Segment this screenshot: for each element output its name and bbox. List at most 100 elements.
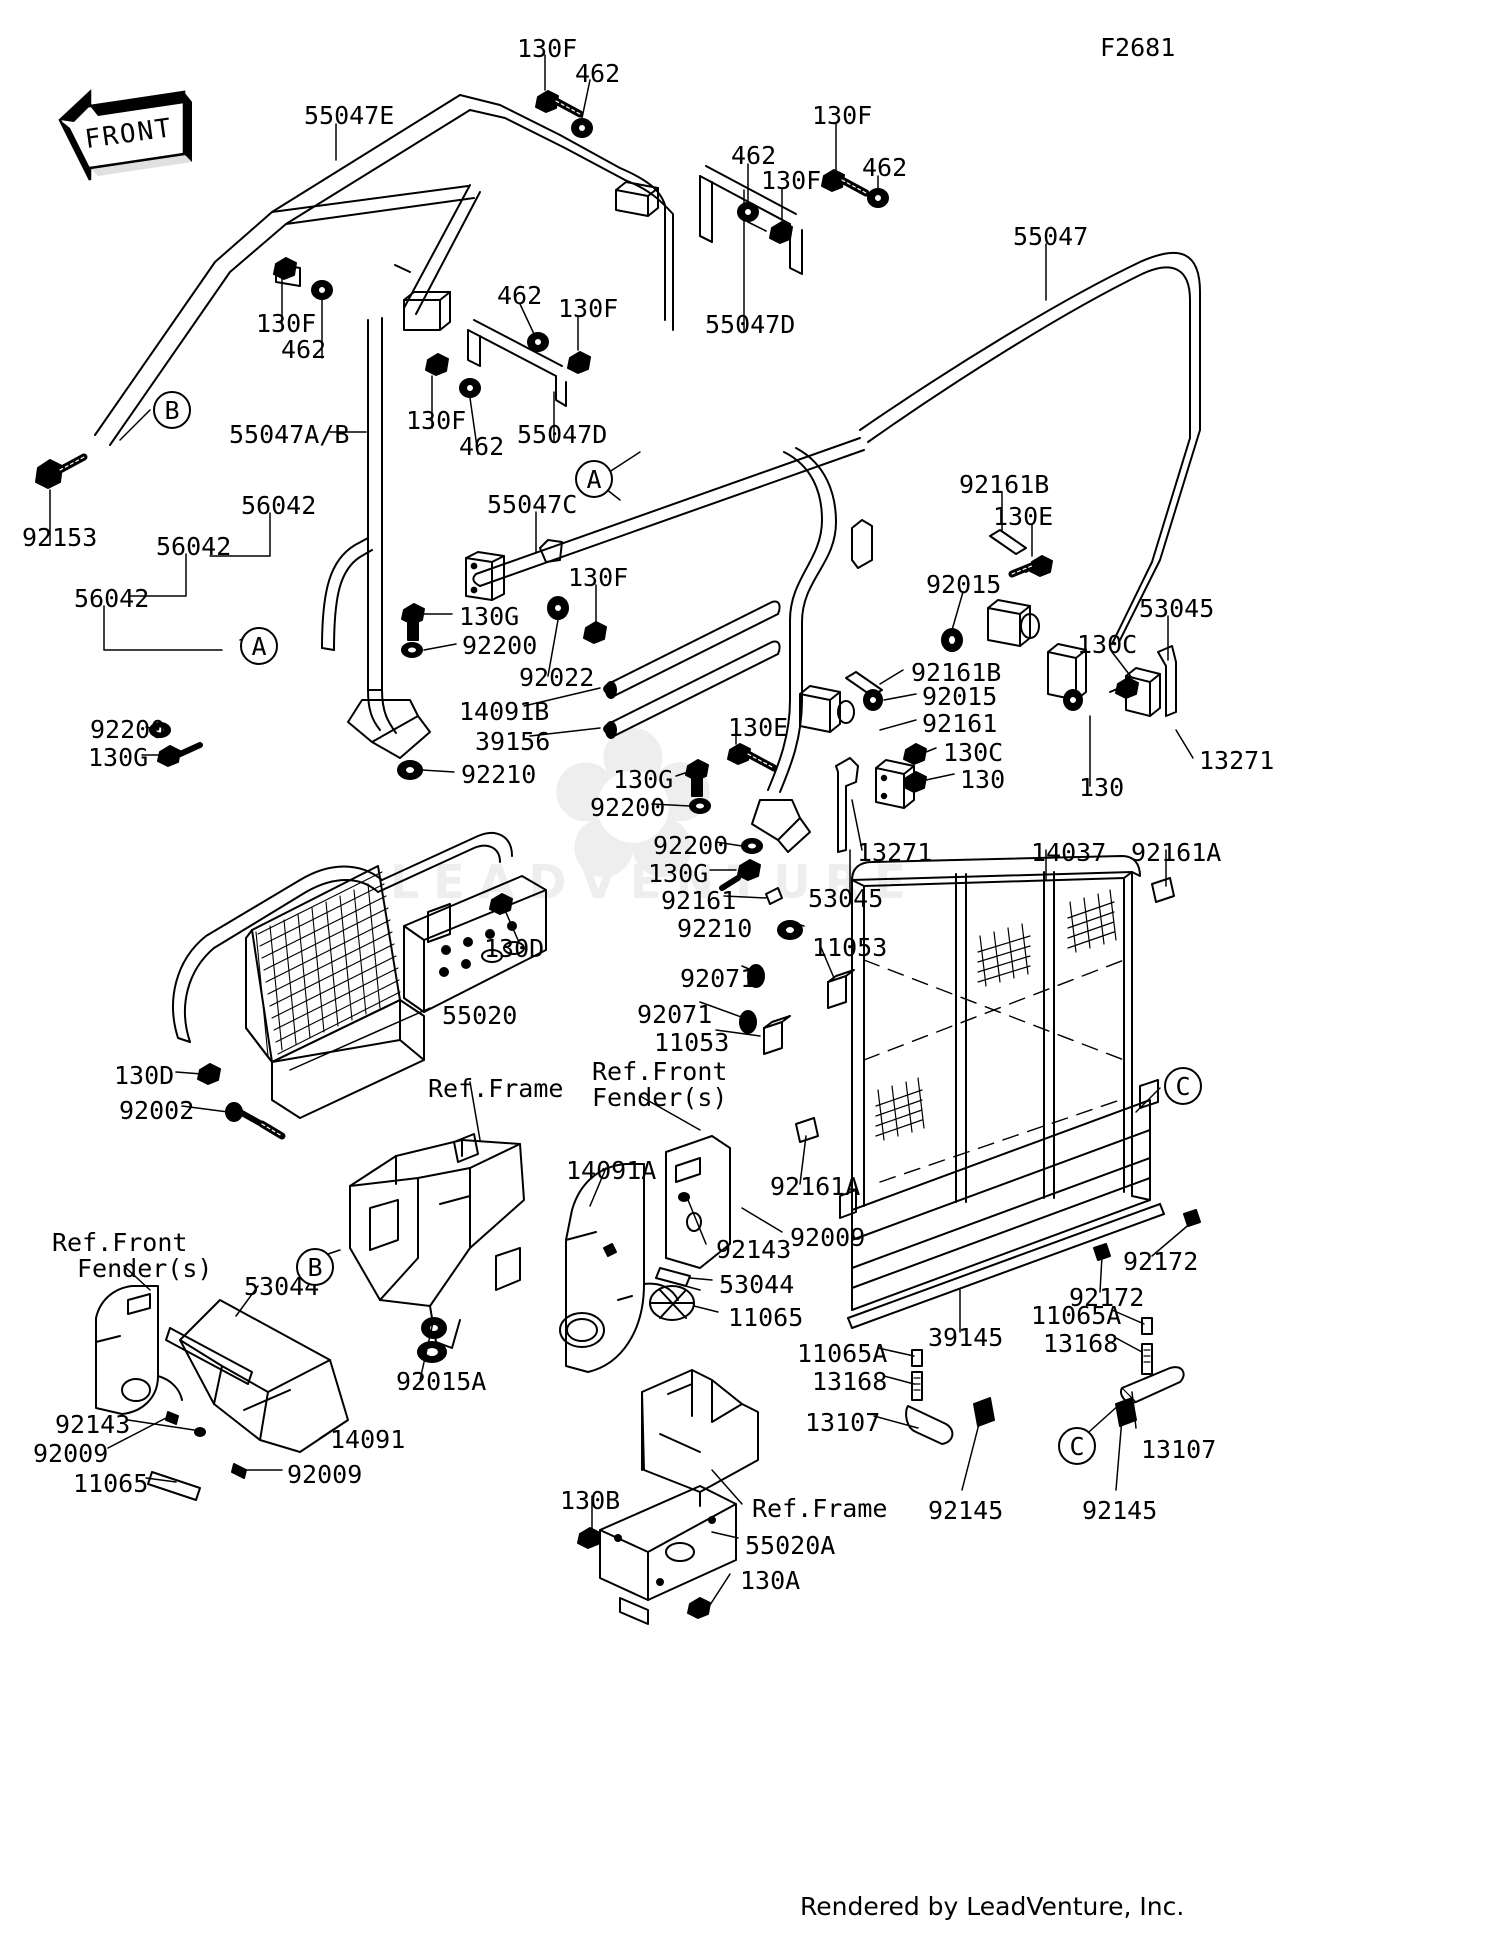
reference-marker-c[interactable]: C (1058, 1427, 1096, 1465)
part-callout-14091b[interactable]: 14091B (459, 697, 550, 726)
part-callout-55020a[interactable]: 55020A (745, 1531, 836, 1560)
part-callout-462[interactable]: 462 (575, 59, 621, 88)
part-callout-462[interactable]: 462 (731, 141, 777, 170)
part-callout-13271[interactable]: 13271 (1199, 746, 1275, 775)
part-callout-92015a[interactable]: 92015A (396, 1367, 487, 1396)
part-callout-92200[interactable]: 92200 (590, 793, 666, 822)
part-callout-130a[interactable]: 130A (740, 1566, 801, 1595)
part-callout-ref-frame[interactable]: Ref.Frame (428, 1074, 564, 1103)
part-callout-462[interactable]: 462 (459, 432, 505, 461)
part-callout-130[interactable]: 130 (1079, 773, 1125, 802)
reference-marker-b[interactable]: B (296, 1248, 334, 1286)
part-callout-56042[interactable]: 56042 (156, 532, 232, 561)
part-callout-130b[interactable]: 130B (560, 1486, 621, 1515)
part-callout-130g[interactable]: 130G (459, 602, 520, 631)
part-callout-14037[interactable]: 14037 (1031, 838, 1107, 867)
part-callout-11065a[interactable]: 11065A (1031, 1301, 1122, 1330)
part-callout-92145[interactable]: 92145 (928, 1496, 1004, 1525)
part-callout-55047d[interactable]: 55047D (517, 420, 608, 449)
part-callout-92015[interactable]: 92015 (926, 570, 1002, 599)
part-callout-ref-front[interactable]: Ref.Front (592, 1057, 728, 1086)
part-callout-11053[interactable]: 11053 (654, 1028, 730, 1057)
part-callout-14091a[interactable]: 14091A (566, 1156, 657, 1185)
part-callout-92161[interactable]: 92161 (661, 886, 737, 915)
part-callout-130g[interactable]: 130G (648, 859, 709, 888)
part-callout-92143[interactable]: 92143 (55, 1410, 131, 1439)
part-callout-92200[interactable]: 92200 (653, 831, 729, 860)
part-callout-92161b[interactable]: 92161B (911, 658, 1002, 687)
part-callout-92161a[interactable]: 92161A (770, 1172, 861, 1201)
part-callout-130d[interactable]: 130D (114, 1061, 175, 1090)
part-callout-130[interactable]: 130 (960, 765, 1006, 794)
part-callout-11065a[interactable]: 11065A (797, 1339, 888, 1368)
part-callout-130d[interactable]: 130D (484, 934, 545, 963)
part-callout-92009[interactable]: 92009 (287, 1460, 363, 1489)
part-callout-130g[interactable]: 130G (88, 743, 149, 772)
part-callout-462[interactable]: 462 (497, 281, 543, 310)
part-callout-130e[interactable]: 130E (728, 713, 789, 742)
part-callout-92145[interactable]: 92145 (1082, 1496, 1158, 1525)
part-callout-fender-s-[interactable]: Fender(s) (592, 1083, 728, 1112)
part-callout-92210[interactable]: 92210 (461, 760, 537, 789)
part-callout-92143[interactable]: 92143 (716, 1235, 792, 1264)
part-callout-130f[interactable]: 130F (406, 406, 467, 435)
part-callout-11065[interactable]: 11065 (73, 1469, 149, 1498)
reference-marker-a[interactable]: A (240, 627, 278, 665)
part-callout-130c[interactable]: 130C (943, 738, 1004, 767)
part-callout-53044[interactable]: 53044 (719, 1270, 795, 1299)
part-callout-55020[interactable]: 55020 (442, 1001, 518, 1030)
reference-marker-b[interactable]: B (153, 391, 191, 429)
reference-marker-c[interactable]: C (1164, 1067, 1202, 1105)
part-callout-92071[interactable]: 92071 (637, 1000, 713, 1029)
part-callout-55047a-b[interactable]: 55047A/B (229, 420, 350, 449)
part-callout-92009[interactable]: 92009 (790, 1223, 866, 1252)
part-callout-13168[interactable]: 13168 (1043, 1329, 1119, 1358)
part-callout-53045[interactable]: 53045 (808, 884, 884, 913)
part-callout-92161a[interactable]: 92161A (1131, 838, 1222, 867)
part-callout-56042[interactable]: 56042 (74, 584, 150, 613)
part-callout-92210[interactable]: 92210 (677, 914, 753, 943)
part-callout-92172[interactable]: 92172 (1069, 1283, 1145, 1312)
part-callout-13107[interactable]: 13107 (1141, 1435, 1217, 1464)
reference-marker-a[interactable]: A (575, 460, 613, 498)
part-callout-92172[interactable]: 92172 (1123, 1247, 1199, 1276)
part-callout-14091[interactable]: 14091 (330, 1425, 406, 1454)
part-callout-39156[interactable]: 39156 (475, 727, 551, 756)
part-callout-92009[interactable]: 92009 (33, 1439, 109, 1468)
part-callout-55047c[interactable]: 55047C (487, 490, 578, 519)
part-callout-fender-s-[interactable]: Fender(s) (77, 1254, 213, 1283)
part-callout-55047e[interactable]: 55047E (304, 101, 395, 130)
part-callout-39145[interactable]: 39145 (928, 1323, 1004, 1352)
part-callout-11065[interactable]: 11065 (728, 1303, 804, 1332)
part-callout-130f[interactable]: 130F (558, 294, 619, 323)
part-callout-130g[interactable]: 130G (613, 765, 674, 794)
part-callout-ref-frame[interactable]: Ref.Frame (752, 1494, 888, 1523)
part-callout-13168[interactable]: 13168 (812, 1367, 888, 1396)
part-callout-13271[interactable]: 13271 (857, 838, 933, 867)
part-callout-92022[interactable]: 92022 (519, 663, 595, 692)
part-callout-13107[interactable]: 13107 (805, 1408, 881, 1437)
part-callout-92200[interactable]: 92200 (462, 631, 538, 660)
part-callout-130e[interactable]: 130E (993, 502, 1054, 531)
part-callout-53045[interactable]: 53045 (1139, 594, 1215, 623)
part-callout-92161b[interactable]: 92161B (959, 470, 1050, 499)
part-callout-92161[interactable]: 92161 (922, 709, 998, 738)
part-callout-130f[interactable]: 130F (256, 309, 317, 338)
part-callout-462[interactable]: 462 (281, 335, 327, 364)
part-callout-55047[interactable]: 55047 (1013, 222, 1089, 251)
part-callout-92200[interactable]: 92200 (90, 715, 166, 744)
part-callout-130f[interactable]: 130F (761, 166, 822, 195)
part-callout-92015[interactable]: 92015 (922, 682, 998, 711)
part-callout-130c[interactable]: 130C (1077, 630, 1138, 659)
part-callout-92071[interactable]: 92071 (680, 964, 756, 993)
part-callout-92002[interactable]: 92002 (119, 1096, 195, 1125)
part-callout-ref-front[interactable]: Ref.Front (52, 1228, 188, 1257)
part-callout-55047d[interactable]: 55047D (705, 310, 796, 339)
part-callout-130f[interactable]: 130F (517, 34, 578, 63)
part-callout-130f[interactable]: 130F (812, 101, 873, 130)
part-callout-130f[interactable]: 130F (568, 563, 629, 592)
part-callout-92153[interactable]: 92153 (22, 523, 98, 552)
part-callout-462[interactable]: 462 (862, 153, 908, 182)
part-callout-11053[interactable]: 11053 (812, 933, 888, 962)
part-callout-56042[interactable]: 56042 (241, 491, 317, 520)
